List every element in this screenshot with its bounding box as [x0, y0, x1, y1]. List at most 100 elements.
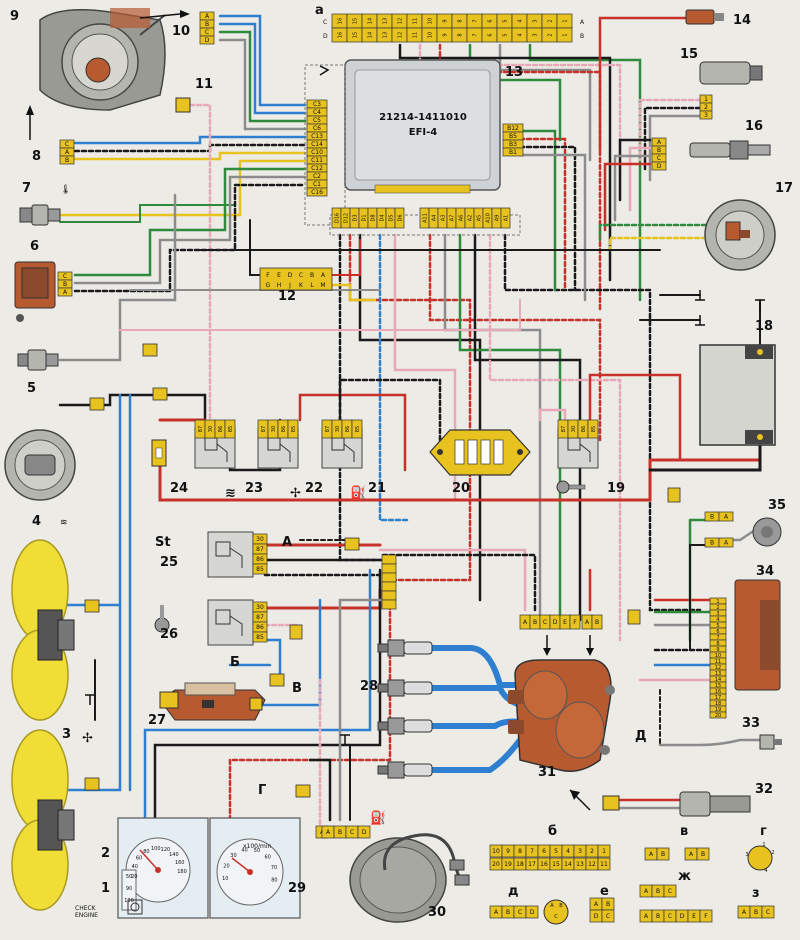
c30-pin-3-label: D	[362, 829, 367, 836]
top-c-pin-13: 3	[526, 13, 543, 29]
ecu-a-pin-label-8: A9	[495, 215, 501, 222]
callout-4: 4	[32, 514, 41, 529]
relay26-block-pin-3-label: 85	[256, 634, 264, 641]
connector-8: CAB	[59, 139, 75, 165]
top-c-pin-label-12: 4	[518, 19, 524, 22]
top-c-pin-label-14: 2	[548, 19, 554, 22]
inline-pin-4	[381, 590, 397, 601]
inset-b-bottom-4-label: 16	[540, 861, 548, 868]
callout-6: 6	[30, 239, 39, 254]
c12-top-5: A	[321, 272, 326, 279]
fuse-1	[467, 439, 478, 465]
top-c-pin-8: 8	[451, 13, 468, 29]
c34-pin-13-label: 14	[715, 677, 721, 683]
c6-pin-2-label: A	[63, 289, 68, 296]
c16-pin-0: A	[651, 137, 667, 147]
ecu-c-pin-8: C12	[306, 163, 328, 173]
inset-b-top-0: 10	[489, 844, 503, 858]
c10-pin-2-label: C	[205, 29, 209, 36]
inset-g-pin-2: 3	[745, 852, 748, 858]
inset-v1-1: B	[656, 847, 670, 861]
ecu-a-pin-5: A2	[464, 207, 475, 229]
tach-tick-0: 10	[222, 876, 228, 882]
ecu-a-pin-9: A1	[500, 207, 511, 229]
row-label-b: B	[580, 33, 584, 40]
crank-sensor	[569, 789, 751, 817]
top-d-pin-label-13: 3	[533, 33, 539, 36]
inset-e-3: C	[601, 909, 615, 923]
ecu-a-pin-1: A4	[428, 207, 439, 229]
ecu-a-pin-label-9: A1	[504, 215, 510, 222]
instrument-cluster	[117, 817, 301, 919]
coil-abcdef-pin-2-label: C	[543, 619, 547, 626]
top-d-pin-label-11: 5	[503, 33, 509, 36]
inset-v2-0: A	[684, 847, 698, 861]
inset-b-bottom-8: 12	[585, 857, 599, 871]
top-c-pin-4: 12	[391, 13, 408, 29]
inset-d-round-0: A	[550, 903, 554, 909]
c34-pin-5-label: 6	[716, 629, 719, 635]
spark-plug-3	[377, 717, 433, 735]
temp-tick-0: 50	[126, 874, 132, 880]
c35-top-pin-1: A	[718, 511, 734, 522]
c30-pin-2: C	[345, 825, 359, 839]
top-d-pin-label-4: 12	[398, 32, 404, 38]
coil-abcdef-pin-1-label: B	[533, 619, 537, 626]
relay25-block-pin-0-label: 30	[256, 536, 264, 543]
inset-b-top-5: 5	[549, 844, 563, 858]
tach-unit-label: x100/min	[243, 843, 272, 850]
inset-d-round-1: B	[559, 903, 563, 909]
c35-bottom-pin-0-label: B	[710, 540, 714, 547]
relay26-block-pin-1: 87	[252, 611, 268, 623]
c34-pin-0-label: 1	[716, 599, 719, 605]
inset-z-0-label: A	[742, 909, 747, 916]
callout-33: 33	[742, 716, 760, 731]
inset-zh2-1-label: B	[656, 913, 660, 920]
c15-pin-0: 1	[699, 94, 713, 104]
c34-pin-19-label: 20	[715, 713, 721, 719]
marker-b: б	[548, 824, 557, 839]
inset-zh2-4-label: E	[692, 913, 696, 920]
callout-20: 20	[452, 481, 470, 496]
ground-symbols	[85, 65, 765, 745]
relay25-block-pin-3: 85	[252, 563, 268, 575]
c30-pin-3: D	[357, 825, 371, 839]
top-c-pin-10: 6	[481, 13, 498, 29]
spark-plug-4	[377, 761, 433, 779]
c12-bottom-1: H	[277, 282, 282, 289]
callout-3: 3	[62, 727, 71, 742]
marker-D: Д	[635, 729, 647, 744]
top-c-pin-label-1: 15	[353, 18, 359, 24]
inset-zh2-2-label: C	[668, 913, 672, 920]
c34-pin-15-label: 16	[715, 689, 721, 695]
top-c-pin-label-8: 8	[458, 19, 464, 22]
c16-pin-3: D	[651, 161, 667, 171]
speed-tick-0: 20	[131, 874, 137, 880]
c16-pin-3-label: D	[657, 163, 662, 170]
ecu-d-pin-label-7: D6	[398, 214, 404, 221]
top-d-pin-1: 15	[346, 27, 363, 43]
c16-pin-0-label: A	[657, 139, 662, 146]
inset-b-bottom-3-label: 17	[528, 861, 536, 868]
relay26-block-pin-0-label: 30	[256, 604, 264, 611]
c12-bottom-3: K	[299, 282, 304, 289]
c8-pin-1-label: A	[65, 149, 70, 156]
top-d-pin-7: 9	[436, 27, 453, 43]
ecu-d-pin-2: D3	[349, 207, 360, 229]
c30-pin-0-label: A	[326, 829, 331, 836]
inset-v1-0: A	[644, 847, 658, 861]
c34-pin-17-label: 18	[715, 701, 721, 707]
inset-b-top-2-label: 8	[518, 848, 522, 855]
callout-29: 29	[288, 881, 306, 896]
top-d-pin-12: 4	[511, 27, 528, 43]
inset-zh2-2: C	[663, 909, 677, 923]
top-d-pin-label-8: 8	[458, 33, 464, 36]
inset-b-bottom-6-label: 14	[564, 861, 572, 868]
c35-bottom-pin-1-label: A	[724, 540, 729, 547]
